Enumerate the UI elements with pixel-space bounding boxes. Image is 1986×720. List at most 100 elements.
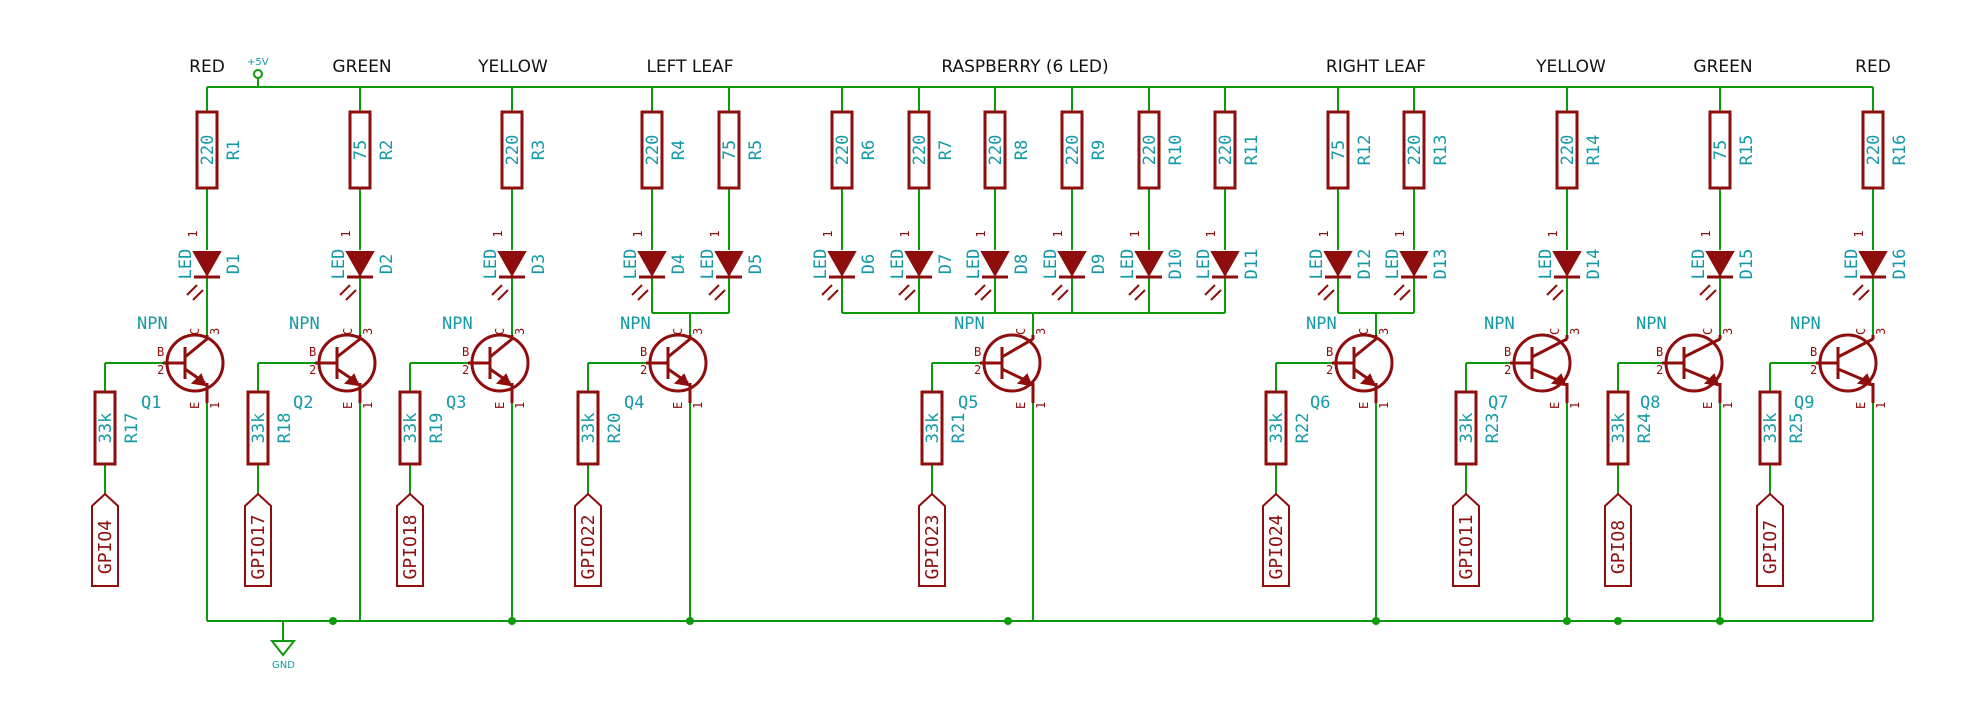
base-resistor-ref: R23 — [1483, 413, 1503, 444]
led-ref: D12 — [1355, 249, 1375, 280]
group-label: RED — [189, 57, 225, 77]
led-type: LED — [1383, 249, 1403, 280]
wires — [104, 86, 1874, 622]
led-ref: D11 — [1242, 249, 1262, 280]
base-resistor-value: 33k — [96, 413, 116, 444]
collector-pin-label: C — [1357, 328, 1371, 335]
resistor-ref: R2 — [377, 140, 397, 160]
base-resistor-value: 33k — [1609, 413, 1629, 444]
resistor-value: 75 — [351, 140, 371, 160]
resistor — [830, 110, 854, 190]
resistor-value: 220 — [1140, 135, 1160, 166]
emitter-pin-label: E — [1014, 402, 1028, 409]
transistor-ref: Q4 — [624, 393, 644, 413]
led-ref: D4 — [669, 254, 689, 274]
base-pin-label: B — [1810, 345, 1817, 359]
led-ref: D9 — [1089, 254, 1109, 274]
emitter-pin-number: 1 — [1034, 402, 1048, 409]
gpio-port-icon — [1262, 492, 1290, 587]
base-pin-label: B — [157, 345, 164, 359]
transistor-type: NPN — [1636, 314, 1667, 334]
gpio-label: GPIO7 — [1760, 520, 1781, 574]
anode-pin-number: 1 — [1204, 230, 1218, 237]
gpio-label: GPIO22 — [578, 514, 599, 579]
resistor-value: 220 — [503, 135, 523, 166]
transistor-ref: Q8 — [1640, 393, 1660, 413]
resistor-value: 220 — [1063, 135, 1083, 166]
emitter-pin-number: 1 — [361, 402, 375, 409]
transistor-type: NPN — [137, 314, 168, 334]
resistor — [348, 110, 372, 190]
led-ref: D14 — [1584, 249, 1604, 280]
base-pin-label: B — [640, 345, 647, 359]
resistor-value: 75 — [1329, 140, 1349, 160]
base-resistor-value: 33k — [579, 413, 599, 444]
emitter-pin-number: 1 — [1874, 402, 1888, 409]
base-resistor — [93, 390, 117, 466]
led-icon — [1705, 251, 1735, 278]
base-resistor-value: 33k — [401, 413, 421, 444]
group-label: RED — [1855, 57, 1891, 77]
led-type: LED — [621, 249, 641, 280]
base-resistor — [246, 390, 270, 466]
junction-dot — [686, 617, 694, 625]
base-resistor — [1454, 390, 1478, 466]
resistor — [1402, 110, 1426, 190]
junction-dot — [329, 617, 337, 625]
resistor-value: 220 — [986, 135, 1006, 166]
emitter-arrow-icon — [343, 373, 360, 387]
resistor-ref: R1 — [224, 140, 244, 160]
base-resistor-value: 33k — [249, 413, 269, 444]
resistor-value: 220 — [643, 135, 663, 166]
base-pin-number: 2 — [1656, 363, 1663, 377]
collector-pin-number: 3 — [691, 328, 705, 335]
emitter-pin-label: E — [493, 402, 507, 409]
anode-pin-number: 1 — [1699, 230, 1713, 237]
emitter-pin-label: E — [188, 402, 202, 409]
resistor-ref: R14 — [1584, 135, 1604, 166]
gpio-label: GPIO18 — [400, 514, 421, 579]
transistor-ref: Q7 — [1488, 393, 1508, 413]
led-ref: D10 — [1166, 249, 1186, 280]
resistor — [1861, 110, 1885, 190]
led-ref: D8 — [1012, 254, 1032, 274]
emitter-arrow-icon — [1016, 373, 1033, 387]
resistor-ref: R16 — [1890, 135, 1910, 166]
transistor-type: NPN — [289, 314, 320, 334]
group-label: GREEN — [1693, 57, 1752, 77]
collector-pin-number: 3 — [361, 328, 375, 335]
transistor-type: NPN — [1306, 314, 1337, 334]
collector-pin-number: 3 — [208, 328, 222, 335]
base-resistor — [398, 390, 422, 466]
gpio-label: GPIO4 — [95, 520, 116, 574]
resistor-value: 220 — [1216, 135, 1236, 166]
junction-dot — [1614, 617, 1622, 625]
emitter-arrow-icon — [1550, 373, 1567, 387]
vcc-icon — [253, 69, 263, 79]
emitter-arrow-icon — [1856, 373, 1873, 387]
anode-pin-number: 1 — [631, 230, 645, 237]
emitter-pin-number: 1 — [1568, 402, 1582, 409]
collector-pin-label: C — [1701, 328, 1715, 335]
gpio-label: GPIO8 — [1608, 520, 1629, 574]
gnd-icon — [269, 640, 297, 657]
resistor-value: 220 — [1405, 135, 1425, 166]
base-resistor — [576, 390, 600, 466]
led-ref: D1 — [224, 254, 244, 274]
led-icon — [497, 251, 527, 278]
resistor-ref: R4 — [669, 140, 689, 160]
led-type: LED — [698, 249, 718, 280]
transistor-ref: Q9 — [1794, 393, 1814, 413]
anode-pin-number: 1 — [1051, 230, 1065, 237]
anode-pin-number: 1 — [1852, 230, 1866, 237]
collector-pin-label: C — [188, 328, 202, 335]
led-icon — [980, 251, 1010, 278]
led-icon — [1323, 251, 1353, 278]
resistor-ref: R13 — [1431, 135, 1451, 166]
emitter-arrow-icon — [1359, 373, 1376, 387]
emitter-pin-number: 1 — [513, 402, 527, 409]
